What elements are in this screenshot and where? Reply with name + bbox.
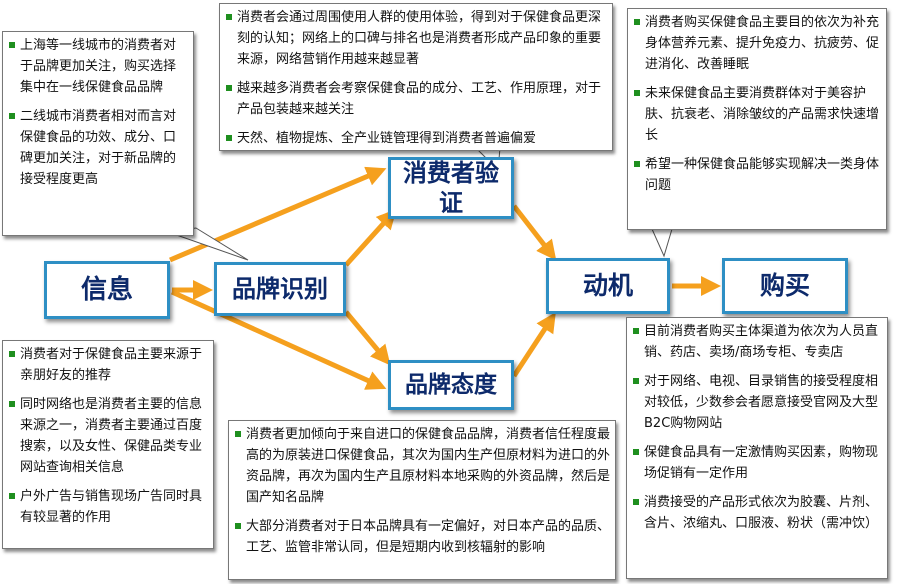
arrow-brand-attitude-to-motivation [511, 312, 556, 378]
note-bullet: 消费接受的产品形式依次为胶囊、片剂、含片、浓缩丸、口服液、粉状（需冲饮） [632, 492, 882, 534]
note-bottom-center: 消费者更加倾向于来自进口的保健食品品牌，消费者信任程度最高的为原装进口保健食品，… [228, 420, 616, 580]
note-bullet: 消费者会通过周围使用人群的使用体验，得到对于保健食品更深刻的认知；网络上的口碑与… [225, 7, 607, 70]
note-bullet: 二线城市消费者相对而言对保健食品的功效、成分、口碑更加关注，对于新品牌的接受程度… [8, 106, 188, 190]
note-top-left: 上海等一线城市的消费者对于品牌更加关注，购买选择集中在一线保健食品品牌 二线城市… [2, 31, 194, 236]
note-bullet: 消费者对于保健食品主要来源于亲朋好友的推荐 [8, 344, 208, 386]
note-bullet: 户外广告与销售现场广告同时具有较显著的作用 [8, 486, 208, 528]
note-top-center: 消费者会通过周围使用人群的使用体验，得到对于保健食品更深刻的认知；网络上的口碑与… [219, 3, 613, 151]
note-bullet: 上海等一线城市的消费者对于品牌更加关注，购买选择集中在一线保健食品品牌 [8, 35, 188, 98]
note-bullet: 天然、植物提炼、全产业链管理得到消费者普遍偏爱 [225, 128, 607, 149]
note-bullet: 越来越多消费者会考察保健食品的成分、工艺、作用原理，对于产品包装越来越关注 [225, 78, 607, 120]
note-top-right: 消费者购买保健食品主要目的依次为补充身体营养元素、提升免疫力、抗疲劳、促进消化、… [627, 8, 887, 230]
arrow-brand-recognition-to-brand-attitude [344, 310, 391, 366]
note-bullet: 消费者更加倾向于来自进口的保健食品品牌，消费者信任程度最高的为原装进口保健食品，… [234, 424, 610, 508]
note-bullet: 同时网络也是消费者主要的信息来源之一，消费者主要通过百度搜索，以及女性、保健品类… [8, 394, 208, 478]
note-bullet: 希望一种保健食品能够实现解决一类身体问题 [633, 154, 881, 196]
note-bullet: 未来保健食品主要消费群体对于美容护肤、抗衰老、消除皱纹的产品需求快速增长 [633, 83, 881, 146]
node-info: 信息 [44, 261, 170, 319]
note-bullet: 消费者购买保健食品主要目的依次为补充身体营养元素、提升免疫力、抗疲劳、促进消化、… [633, 12, 881, 75]
note-bullet: 目前消费者购买主体渠道为依次为人员直销、药店、卖场/商场专柜、专卖店 [632, 321, 882, 363]
node-brand-recognition: 品牌识别 [214, 262, 346, 316]
arrow-info-to-consumer-verification [169, 166, 387, 263]
node-motivation: 动机 [546, 258, 670, 314]
note-bullet: 保健食品具有一定激情购买因素，购物现场促销有一定作用 [632, 442, 882, 484]
note-bullet: 对于网络、电视、目录销售的接受程度相对较低，少数参会者愿意接受官网及大型B2C购… [632, 371, 882, 434]
callout-pointer-top-right [651, 228, 673, 258]
arrow-info-to-brand-attitude [170, 289, 387, 390]
arrow-consumer-verification-to-motivation [512, 204, 557, 261]
note-bullet: 大部分消费者对于日本品牌具有一定偏好，对日本产品的品质、工艺、监管非常认同，但是… [234, 516, 610, 558]
node-consumer-verification: 消费者验证 [388, 157, 514, 219]
arrow-brand-recognition-to-consumer-verification [344, 208, 397, 267]
node-purchase: 购买 [722, 258, 848, 314]
node-brand-attitude: 品牌态度 [388, 360, 514, 410]
note-bottom-right: 目前消费者购买主体渠道为依次为人员直销、药店、卖场/商场专柜、专卖店 对于网络、… [626, 317, 888, 579]
note-bottom-left: 消费者对于保健食品主要来源于亲朋好友的推荐 同时网络也是消费者主要的信息来源之一… [2, 340, 214, 549]
